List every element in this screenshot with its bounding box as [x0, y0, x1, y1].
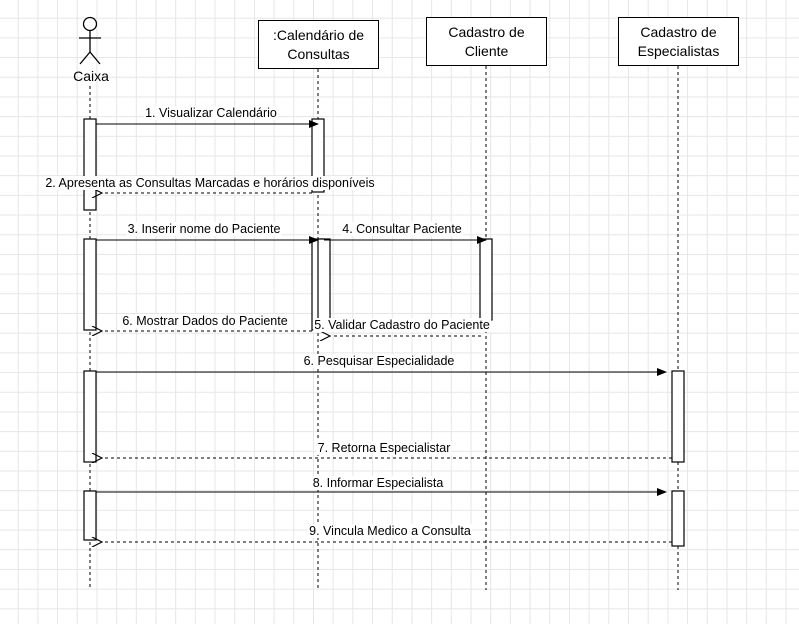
message-label-vincula-medico: 9. Vincula Medico a Consulta [308, 524, 472, 538]
activation-caixa-2 [83, 238, 97, 331]
message-label-inserir-nome-paciente: 3. Inserir nome do Paciente [126, 222, 282, 236]
activation-cliente-1 [479, 238, 493, 321]
participant-cadastro-especialistas[interactable]: Cadastro de Especialistas [618, 17, 739, 66]
participant-calendario-consultas[interactable]: :Calendário de Consultas [258, 20, 379, 69]
participant-cadastro-cliente[interactable]: Cadastro de Cliente [426, 17, 547, 66]
actor-head [82, 16, 98, 32]
message-label-mostrar-dados: 6. Mostrar Dados do Paciente [121, 314, 289, 328]
activation-calendario-nested [317, 238, 331, 320]
message-label-apresenta-consultas: 2. Apresenta as Consultas Marcadas e hor… [44, 176, 376, 190]
message-label-validar-cadastro: 5. Validar Cadastro do Paciente [313, 318, 491, 332]
activation-caixa-1 [83, 118, 97, 211]
message-label-retorna-especialistar: 7. Retorna Especialistar [316, 441, 452, 455]
message-label-pesquisar-especialidade: 6. Pesquisar Especialidade [302, 354, 456, 368]
actor-label-caixa: Caixa [73, 68, 109, 84]
activation-especialistas-2 [671, 490, 685, 547]
message-label-informar-especialista: 8. Informar Especialista [311, 476, 445, 490]
message-label-consultar-paciente: 4. Consultar Paciente [341, 222, 463, 236]
actor-leg-left [79, 51, 91, 65]
activation-especialistas-1 [671, 370, 685, 463]
activation-caixa-4 [83, 490, 97, 541]
message-label-visualizar-calendario: 1. Visualizar Calendário [144, 106, 278, 120]
activation-caixa-3 [83, 370, 97, 463]
activation-calendario-1 [311, 118, 325, 193]
actor-leg-right [89, 51, 101, 65]
